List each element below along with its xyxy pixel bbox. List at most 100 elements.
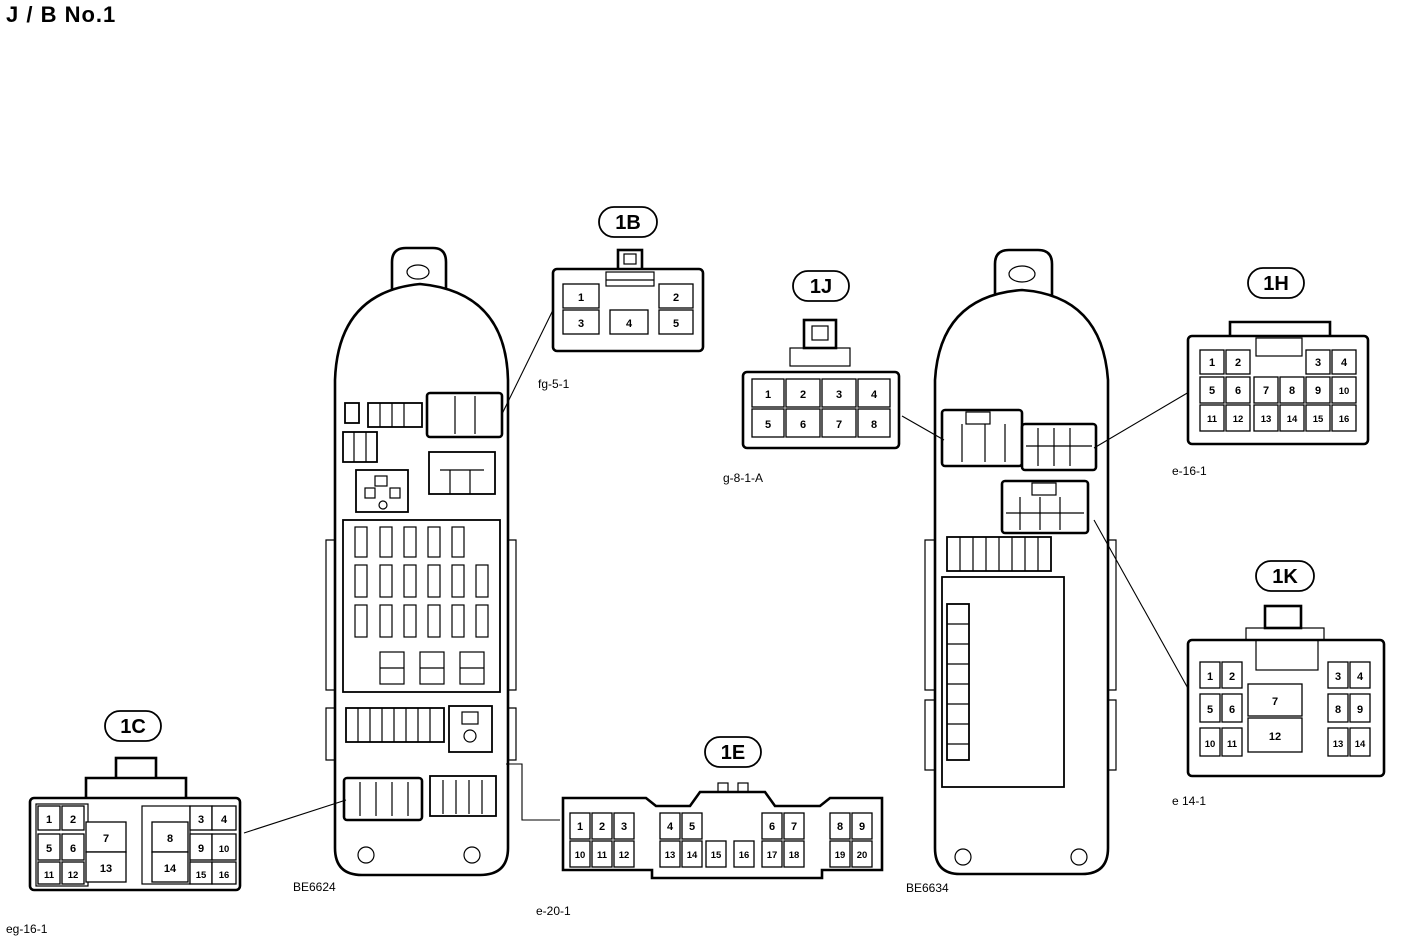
pin-cell [761, 812, 783, 840]
pin-1E-17: 17 [767, 850, 778, 861]
pin-1J-8: 8 [871, 419, 877, 431]
pin-1C-9: 9 [198, 843, 204, 855]
pin-1K-4: 4 [1357, 671, 1364, 683]
pin-cell [1199, 404, 1225, 432]
fuse-grid [354, 526, 489, 685]
pin-1E-15: 15 [711, 850, 722, 861]
pin-1K-12: 12 [1269, 731, 1281, 743]
pin-cell [829, 812, 851, 840]
pin-1K-13: 13 [1333, 739, 1344, 750]
pin-cell [761, 840, 783, 868]
badge-1C-label: 1C [120, 716, 146, 738]
connector-1B: 1B 1 2 3 4 5 [551, 206, 705, 353]
pin-1J-4: 4 [871, 389, 878, 401]
pin-1E-19: 19 [835, 850, 846, 861]
pin-cell [591, 812, 613, 840]
pin-1E-14: 14 [687, 850, 698, 861]
pin-1C-12: 12 [68, 870, 79, 881]
pin-cell [569, 840, 591, 868]
leader-lines [243, 309, 1191, 834]
pin-cell [1305, 349, 1331, 375]
pin-cell [1199, 376, 1225, 404]
pin-1B-1: 1 [578, 292, 584, 304]
pin-1K-5: 5 [1207, 704, 1213, 716]
pin-1K-8: 8 [1335, 704, 1341, 716]
pin-cell [1331, 404, 1357, 432]
pin-cell [1305, 376, 1331, 404]
pin-1C-10: 10 [219, 844, 230, 855]
pin-1H-11: 11 [1207, 414, 1218, 425]
badge-1K [1255, 560, 1315, 592]
pin-1B-5: 5 [673, 318, 679, 330]
pin-cell [1305, 404, 1331, 432]
pin-cell [783, 840, 805, 868]
pin-1C-3: 3 [198, 814, 204, 826]
block-label-left: BE6624 [293, 880, 336, 894]
pin-cell [1225, 404, 1251, 432]
pin-cell [705, 840, 727, 868]
pin-1H-15: 15 [1313, 414, 1324, 425]
pin-1H-14: 14 [1287, 414, 1298, 425]
pin-1H-2: 2 [1235, 357, 1241, 369]
pin-cell [591, 840, 613, 868]
connector-1J: 1J 1 2 3 4 5 6 7 8 [741, 270, 901, 450]
pin-1B-3: 3 [578, 318, 584, 330]
pin-cell [613, 840, 635, 868]
pin-cell [1253, 404, 1279, 432]
pin-1J-5: 5 [765, 419, 771, 431]
pin-1K-3: 3 [1335, 671, 1341, 683]
pin-1C-14: 14 [164, 863, 177, 875]
pin-1E-12: 12 [619, 850, 630, 861]
pin-1K-1: 1 [1207, 671, 1213, 683]
badge-1J [792, 270, 850, 302]
junction-block-left [325, 246, 517, 877]
pin-1C-13: 13 [100, 863, 112, 875]
pin-1E-11: 11 [597, 850, 608, 861]
page-title: J / B No.1 [6, 2, 117, 27]
pin-1J-3: 3 [836, 389, 842, 401]
pin-1E-4: 4 [667, 821, 674, 833]
pin-1E-1: 1 [577, 821, 583, 833]
pin-1E-9: 9 [859, 821, 865, 833]
pin-1C-2: 2 [70, 814, 76, 826]
pin-1K-2: 2 [1229, 671, 1235, 683]
pin-cell [851, 840, 873, 868]
junction-block-right [924, 248, 1117, 876]
pin-1E-20: 20 [857, 850, 868, 861]
pin-1E-8: 8 [837, 821, 843, 833]
block-label-right: BE6634 [906, 881, 949, 895]
pin-1J-2: 2 [800, 389, 806, 401]
pin-cell [569, 812, 591, 840]
pin-1K-10: 10 [1205, 739, 1216, 750]
connector-1K: 1K 1 2 3 4 5 6 7 8 9 10 11 12 13 14 [1186, 560, 1386, 778]
pin-1E-10: 10 [575, 850, 586, 861]
code-1C: eg-16-1 [6, 922, 48, 936]
connector-1C: 1C 1 2 3 4 5 6 7 8 9 10 11 12 13 14 [28, 710, 242, 892]
pin-1E-2: 2 [599, 821, 605, 833]
pin-1H-5: 5 [1209, 385, 1215, 397]
pin-1H-4: 4 [1341, 357, 1348, 369]
pin-cell [659, 840, 681, 868]
pin-1B-2: 2 [673, 292, 679, 304]
code-1J: g-8-1-A [723, 471, 763, 485]
pin-1J-6: 6 [800, 419, 806, 431]
pin-1C-7: 7 [103, 833, 109, 845]
pin-cell [1279, 404, 1305, 432]
pin-1K-14: 14 [1355, 739, 1366, 750]
pin-cell [659, 812, 681, 840]
pin-1C-4: 4 [221, 814, 228, 826]
pin-1H-6: 6 [1235, 385, 1241, 397]
pin-cell [1225, 376, 1251, 404]
pin-cell [1225, 349, 1251, 375]
pin-cell [829, 840, 851, 868]
pin-1C-1: 1 [46, 814, 52, 826]
badge-1K-label: 1K [1272, 566, 1298, 588]
badge-1J-label: 1J [810, 276, 832, 298]
pin-1E-7: 7 [791, 821, 797, 833]
pin-1K-9: 9 [1357, 704, 1363, 716]
pin-1C-16: 16 [219, 870, 230, 881]
pin-1J-1: 1 [765, 389, 771, 401]
pin-1J-7: 7 [836, 419, 842, 431]
pin-cell [1331, 349, 1357, 375]
